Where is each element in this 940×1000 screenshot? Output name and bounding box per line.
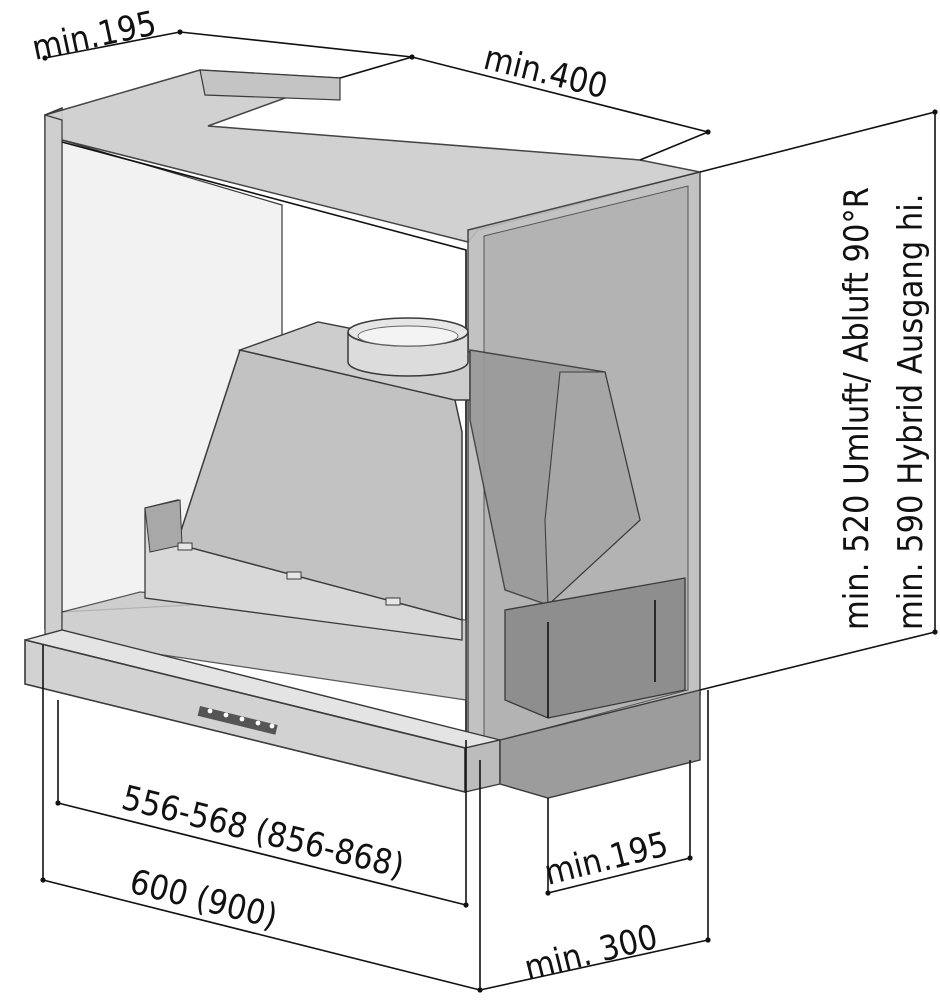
label-outer-width: 600 (900) [126, 862, 282, 937]
label-bottom-depth-small: min.195 [541, 824, 673, 893]
hood-chassis-side [144, 499, 183, 553]
cabinet-top-back [199, 69, 341, 101]
front-panel [24, 629, 701, 799]
dim-tick [545, 890, 551, 896]
dim-bottom-small-line [547, 857, 691, 894]
hood-clip-3 [385, 597, 401, 606]
control-button-1 [207, 708, 213, 714]
depth-extension [499, 689, 701, 799]
exhaust-collar-inner [357, 325, 459, 347]
dim-tick [932, 629, 938, 635]
dimension-lines [40, 29, 938, 993]
hood-insert [144, 317, 686, 719]
label-top-width: min.400 [480, 38, 612, 107]
control-button-2 [223, 712, 229, 718]
dim-tick [687, 855, 693, 861]
motor-housing-side [544, 371, 641, 607]
dim-top-depth-line [44, 31, 181, 59]
dim-tick [40, 877, 46, 883]
dim-ext-line [339, 56, 413, 79]
cabinet-front-left-post [44, 114, 63, 646]
dim-tick [932, 109, 938, 115]
cabinet-inner-edge [61, 141, 467, 740]
front-panel-end [464, 739, 501, 793]
dim-bottom-large-line [479, 939, 709, 991]
dim-tick [705, 937, 711, 943]
control-strip [197, 706, 278, 735]
dim-tick [42, 55, 48, 61]
dim-height-top-ext [699, 111, 936, 173]
dim-inner-width-line [57, 802, 467, 906]
hood-clip-1 [177, 542, 193, 551]
dim-tick [55, 800, 61, 806]
control-button-3 [239, 716, 245, 722]
label-top-depth: min.195 [29, 4, 160, 69]
dim-tick [463, 902, 469, 908]
dim-tick [177, 29, 183, 35]
hood-clip-2 [286, 571, 302, 580]
dim-outer-width-line [42, 879, 481, 991]
label-height-hybrid: min. 590 Hybrid Ausgang hi. [891, 194, 931, 630]
label-height-umluft: min. 520 Umluft/ Abluft 90°R [837, 187, 877, 630]
dim-ext-line [639, 131, 709, 161]
control-button-5 [269, 723, 275, 729]
motor-box [504, 577, 686, 719]
control-button-4 [255, 720, 261, 726]
dim-height-bottom-ext [699, 631, 936, 691]
label-bottom-depth-large: min. 300 [521, 917, 662, 989]
dim-top-width-line [411, 56, 709, 133]
dim-top-width-ext [179, 31, 413, 58]
